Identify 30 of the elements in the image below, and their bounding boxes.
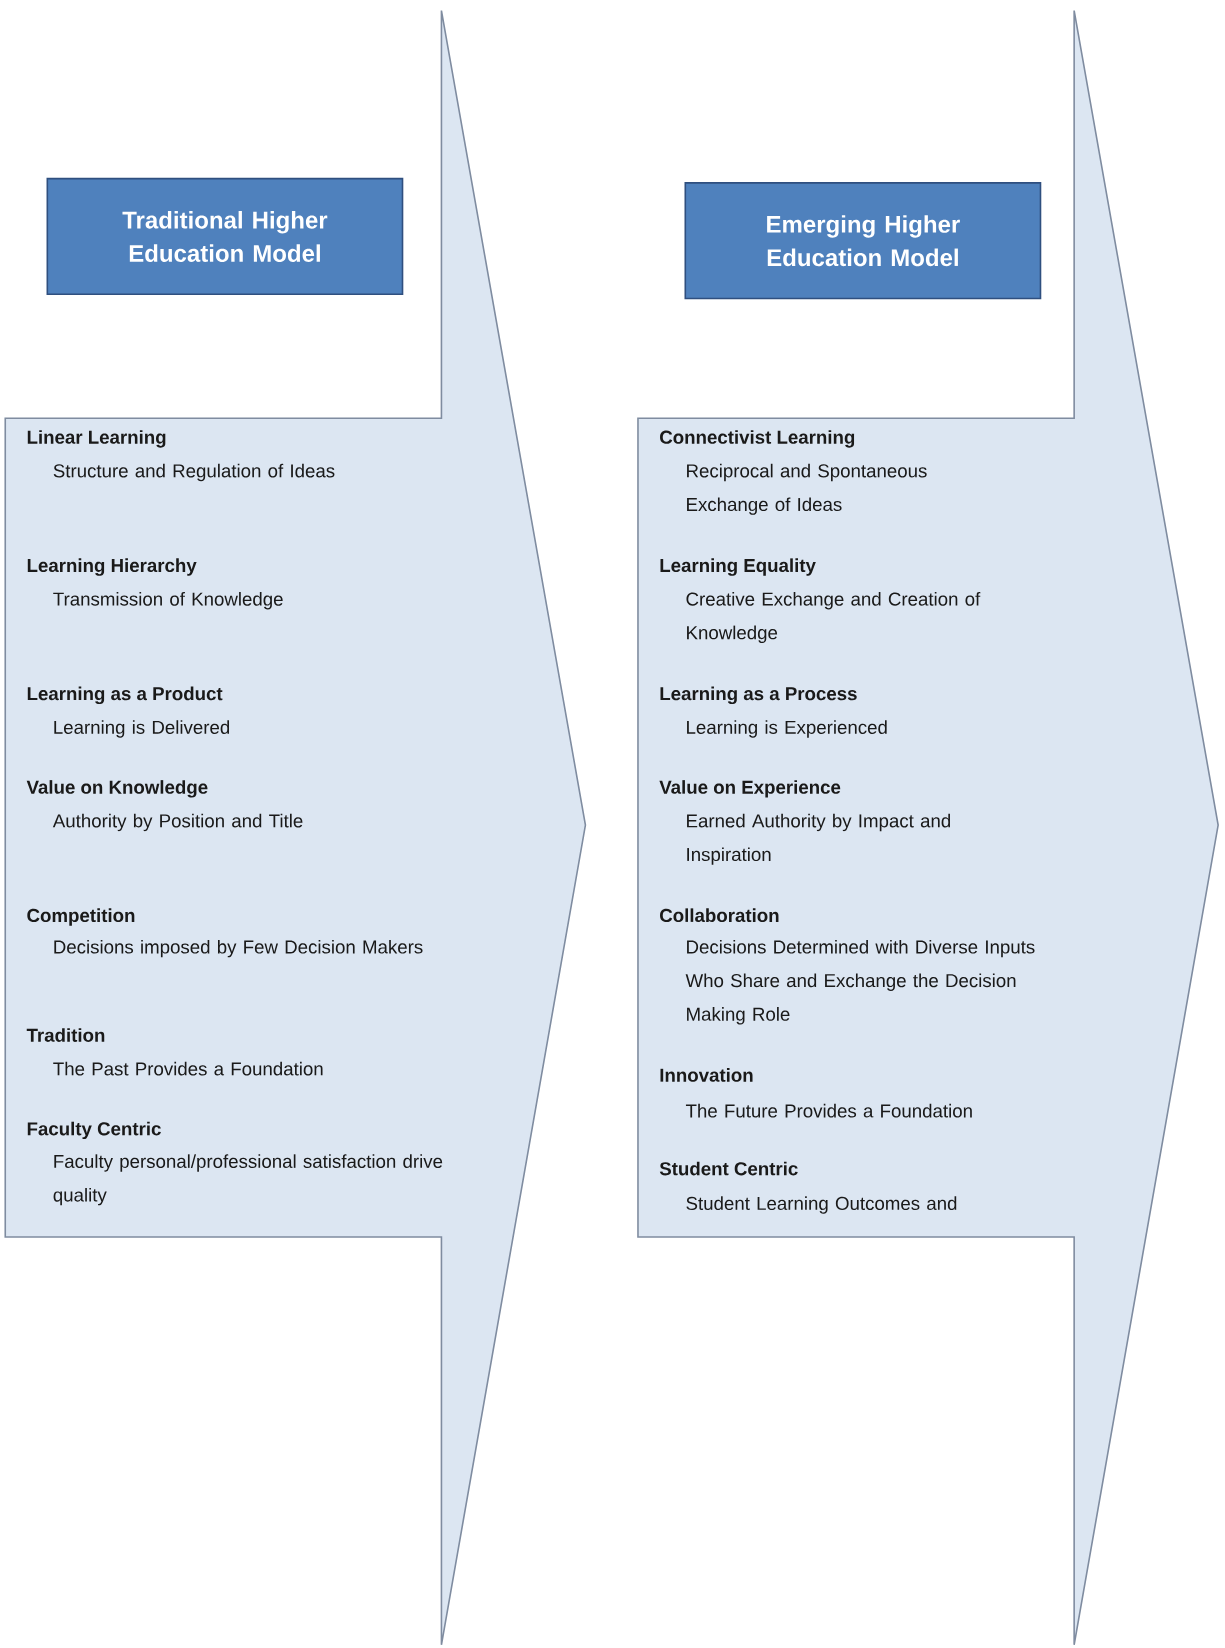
item-heading: Collaboration — [659, 908, 779, 923]
item-description: Reciprocal and Spontaneous Exchange of Ideas — [686, 463, 927, 515]
item-description: Decisions Determined with Diverse Inputs Who Share and Exchange the Decision Making Role — [685, 939, 1035, 1025]
item-heading: Competition — [27, 908, 135, 926]
item-description: Decisions imposed by Few Decision Makers — [54, 939, 423, 958]
item-description: Student Learning Outcomes and — [686, 1196, 956, 1214]
item-description: Creative Exchange and Creation of Knowledge — [686, 592, 981, 643]
item-heading: Innovation — [660, 1068, 753, 1082]
item-description: Structure and Regulation of Ideas — [53, 463, 335, 482]
item-heading: Value on Knowledge — [26, 780, 208, 798]
item-description: Authority by Position and Title — [52, 813, 303, 832]
item-description: The Past Provides a Foundation — [53, 1061, 323, 1076]
title-box: Emerging Higher Education Model — [684, 182, 1042, 300]
item-heading: Learning Equality — [660, 558, 816, 576]
item-heading: Tradition — [26, 1028, 104, 1042]
item-description: The Future Provides a Foundation — [685, 1103, 972, 1118]
item-heading: Linear Learning — [27, 430, 166, 448]
item-heading: Learning as a Process — [660, 686, 857, 705]
title-box: Traditional Higher Education Model — [46, 177, 404, 296]
item-heading: Value on Experience — [659, 780, 840, 798]
item-description: Earned Authority by Impact and Inspiration — [686, 813, 950, 865]
item-description: Faculty personal/professional satisfaction drive quality — [53, 1154, 442, 1206]
item-heading: Learning Hierarchy — [27, 558, 197, 576]
item-heading: Connectivist Learning — [659, 430, 854, 448]
item-description: Learning is Experienced — [686, 720, 887, 738]
item-heading: Learning as a Product — [27, 686, 223, 705]
item-heading: Student Centric — [659, 1161, 798, 1176]
item-heading: Faculty Centric — [27, 1121, 161, 1140]
item-description: Transmission of Knowledge — [53, 592, 283, 610]
item-description: Learning is Delivered — [54, 720, 229, 738]
